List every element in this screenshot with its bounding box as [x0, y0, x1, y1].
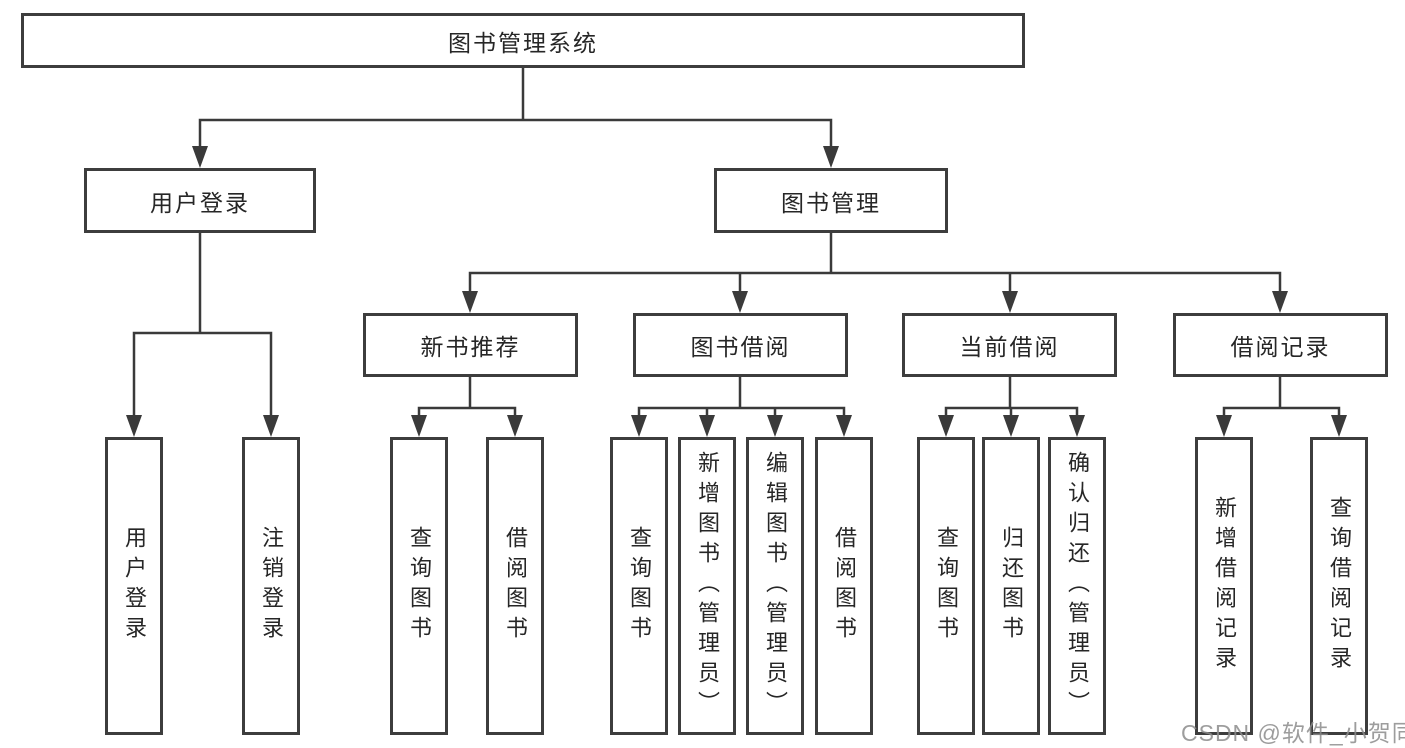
- node-label: 查询借阅记录: [1327, 496, 1352, 676]
- node-label: 用户登录: [122, 526, 147, 646]
- leaf-add-borrow-record: 新增借阅记录: [1195, 437, 1253, 735]
- node-label: 查询图书: [407, 526, 432, 646]
- leaf-logout: 注销登录: [242, 437, 300, 735]
- leaf-borrow-books-borrowing: 借阅图书: [815, 437, 873, 735]
- node-user-login: 用户登录: [84, 168, 316, 233]
- leaf-user-login: 用户登录: [105, 437, 163, 735]
- leaf-borrow-books-recommend: 借阅图书: [486, 437, 544, 735]
- node-borrowing-records: 借阅记录: [1173, 313, 1388, 377]
- node-label: 新增图书（管理员）: [695, 451, 720, 721]
- node-book-management-system: 图书管理系统: [21, 13, 1025, 68]
- node-label: 查询图书: [627, 526, 652, 646]
- node-label: 查询图书: [934, 526, 959, 646]
- watermark: CSDN @软件_小贺同学: [1181, 720, 1405, 746]
- node-label: 归还图书: [999, 526, 1024, 646]
- leaf-edit-books-admin: 编辑图书（管理员）: [746, 437, 804, 735]
- node-label: 当前借阅: [959, 334, 1060, 360]
- node-book-borrowing: 图书借阅: [633, 313, 848, 377]
- node-label: 新增借阅记录: [1212, 496, 1237, 676]
- node-label: 借阅记录: [1230, 334, 1331, 360]
- leaf-confirm-return-admin: 确认归还（管理员）: [1048, 437, 1106, 735]
- node-label: 用户登录: [150, 189, 250, 216]
- leaf-query-books-borrowing: 查询图书: [610, 437, 668, 735]
- leaf-query-books-recommend: 查询图书: [390, 437, 448, 735]
- connector-edges: [132, 68, 1341, 419]
- node-label: 新书推荐: [420, 334, 521, 360]
- node-label: 编辑图书（管理员）: [763, 451, 788, 721]
- node-label: 借阅图书: [503, 526, 528, 646]
- node-label: 确认归还（管理员）: [1065, 451, 1090, 721]
- leaf-return-books: 归还图书: [982, 437, 1040, 735]
- leaf-query-books-current: 查询图书: [917, 437, 975, 735]
- node-label: 借阅图书: [832, 526, 857, 646]
- node-label: 图书借阅: [690, 334, 791, 360]
- leaf-add-books-admin: 新增图书（管理员）: [678, 437, 736, 735]
- leaf-query-borrow-record: 查询借阅记录: [1310, 437, 1368, 735]
- node-label: 图书管理: [781, 189, 881, 216]
- arrowhead-icons: [126, 146, 1347, 437]
- node-label: 注销登录: [259, 526, 284, 646]
- node-book-management: 图书管理: [714, 168, 948, 233]
- node-label: 图书管理系统: [448, 29, 598, 56]
- node-new-book-recommend: 新书推荐: [363, 313, 578, 377]
- node-current-borrowing: 当前借阅: [902, 313, 1117, 377]
